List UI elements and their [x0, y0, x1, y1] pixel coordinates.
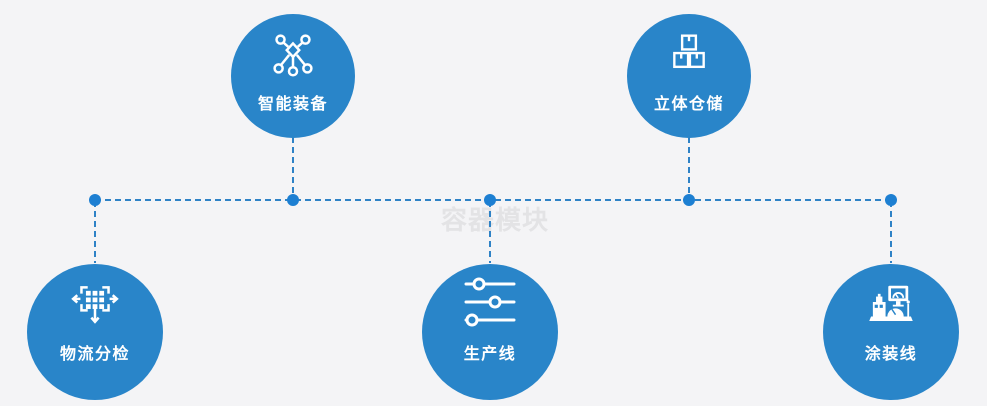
connector-vertical-line [890, 201, 892, 263]
connector-vertical-line [292, 137, 294, 200]
node-label: 物流分检 [59, 346, 130, 363]
node-logistics-sorting: 物流分检 [27, 264, 163, 400]
connector-dot [287, 194, 299, 206]
watermark-text: 容器模块 [441, 205, 550, 235]
node-label: 智能装备 [257, 96, 328, 113]
connector-dot [885, 194, 897, 206]
connector-dot [89, 194, 101, 206]
connector-vertical-line [94, 201, 96, 263]
node-production-line: 生产线 [422, 264, 558, 400]
control-station-icon [862, 277, 920, 327]
node-painting-line: 涂装线 [823, 264, 959, 400]
connector-vertical-line [489, 201, 491, 263]
connector-dot [484, 194, 496, 206]
sort-distribute-icon [70, 277, 120, 327]
connector-dot [683, 194, 695, 206]
node-smart-equipment: 智能装备 [231, 14, 355, 138]
network-nodes-icon [270, 31, 316, 77]
node-warehouse: 立体仓储 [627, 14, 751, 138]
sliders-icon [464, 277, 516, 327]
stacked-boxes-icon [667, 31, 711, 77]
node-label: 涂装线 [864, 346, 918, 363]
node-label: 立体仓储 [653, 96, 724, 113]
node-label: 生产线 [463, 346, 517, 363]
connector-vertical-line [688, 137, 690, 200]
